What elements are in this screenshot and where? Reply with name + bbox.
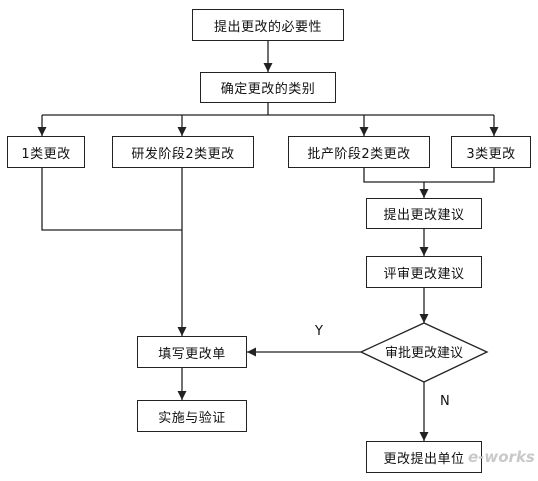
edge-class1-merge [41, 168, 182, 231]
watermark-logo: e-works [468, 448, 535, 466]
approve-decision-diamond [359, 322, 489, 383]
node-class1: 1类更改 [7, 136, 85, 168]
node-implement: 实施与验证 [137, 400, 247, 432]
node-class3: 3类更改 [451, 136, 531, 168]
node-batch-class2: 批产阶段2类更改 [288, 136, 430, 168]
node-necessity: 提出更改的必要性 [192, 9, 344, 41]
node-submitter: 更改提出单位 [366, 441, 482, 473]
edge-class3-join [424, 168, 495, 183]
node-propose: 提出更改建议 [366, 198, 482, 229]
edge-label-no: N [440, 394, 450, 409]
node-rd-class2: 研发阶段2类更改 [112, 136, 254, 168]
node-review: 评审更改建议 [366, 256, 482, 288]
edge-label-yes: Y [315, 324, 323, 339]
node-approve-label: 审批更改建议 [384, 346, 463, 361]
node-category: 确定更改的类别 [200, 72, 336, 103]
node-fill-form: 填写更改单 [137, 336, 247, 368]
edge-batch-class2-propose [363, 168, 429, 198]
